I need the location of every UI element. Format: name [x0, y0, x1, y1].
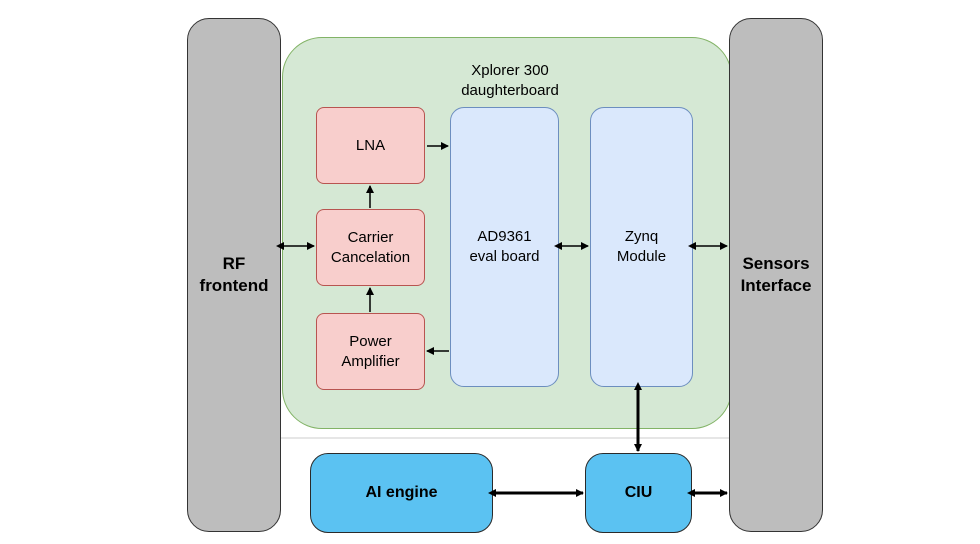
- power-amplifier-block: Power Amplifier: [316, 313, 425, 390]
- sensors-interface-block: Sensors Interface: [729, 18, 823, 532]
- ad9361-eval-board-block: AD9361 eval board: [450, 107, 559, 387]
- zynq-module-block: Zynq Module: [590, 107, 693, 387]
- rf-frontend-block: RF frontend: [187, 18, 281, 532]
- lna-block: LNA: [316, 107, 425, 184]
- separator-line: [280, 437, 730, 439]
- ai-engine-block: AI engine: [310, 453, 493, 533]
- daughterboard-title: Xplorer 300 daughterboard: [461, 62, 559, 99]
- carrier-cancelation-block: Carrier Cancelation: [316, 209, 425, 286]
